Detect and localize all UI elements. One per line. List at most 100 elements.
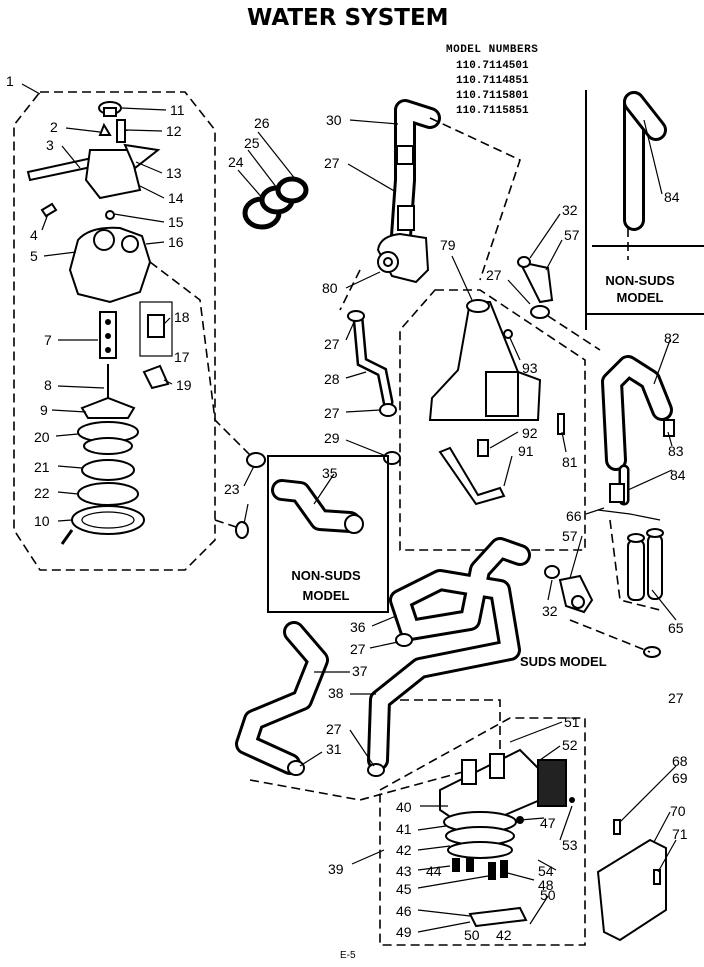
- leader-lines: [21, 83, 677, 933]
- model-number: 110.7115801: [456, 90, 529, 102]
- callout-label: 53: [562, 837, 578, 853]
- callout-label: 82: [664, 330, 680, 346]
- model-number: 110.7115851: [456, 105, 529, 117]
- gasket-set-group: [242, 176, 309, 230]
- dispenser-group: [399, 289, 586, 551]
- callout-label: 4: [30, 227, 38, 243]
- hose-37-group: [235, 621, 329, 776]
- callout-label: 13: [166, 165, 182, 181]
- callout-label: 84: [670, 467, 686, 483]
- model-number: 110.7114851: [456, 75, 529, 87]
- callout-label: 70: [670, 803, 686, 819]
- suds-model-label: SUDS MODEL: [520, 654, 607, 669]
- callout-label: 22: [34, 485, 50, 501]
- valve-base-part: [71, 505, 145, 535]
- callout-label: 23: [224, 481, 240, 497]
- callout-label: 19: [176, 377, 192, 393]
- model-numbers-heading: MODEL NUMBERS: [446, 44, 538, 56]
- callout-label: 92: [522, 425, 538, 441]
- callout-label: 2: [50, 119, 58, 135]
- callout-label: 71: [672, 826, 688, 842]
- callout-label: 27: [324, 336, 340, 352]
- bracket-part: [84, 149, 142, 200]
- callout-label: 36: [350, 619, 366, 635]
- inlet-hose-group: [376, 99, 441, 284]
- callout-label: 79: [440, 237, 456, 253]
- callout-label: 43: [396, 863, 412, 879]
- callout-label: 50: [540, 887, 556, 903]
- callout-label: 47: [540, 815, 556, 831]
- callout-label: 14: [168, 190, 184, 206]
- callout-label: 66: [566, 508, 582, 524]
- callout-label: 41: [396, 821, 412, 837]
- callout-label: 52: [562, 737, 578, 753]
- callout-label: 26: [254, 115, 270, 131]
- callout-label: 17: [174, 349, 190, 365]
- diaphragm-part: [80, 396, 136, 419]
- hose-36-group: [367, 537, 531, 777]
- callout-label: 27: [486, 267, 502, 283]
- callout-labels: 1 2 3 4 5 7 8 9 20 21 22 10 11 12 13 14 …: [6, 73, 688, 943]
- non-suds-hose-group: [623, 91, 667, 260]
- callout-label: 45: [396, 881, 412, 897]
- callout-label: 40: [396, 799, 412, 815]
- callout-label: 7: [44, 332, 52, 348]
- callout-label: 44: [426, 863, 442, 879]
- callout-label: 83: [668, 443, 684, 459]
- callout-label: 65: [668, 620, 684, 636]
- callout-label: 27: [326, 721, 342, 737]
- callout-label: 18: [174, 309, 190, 325]
- callout-label: 27: [324, 405, 340, 421]
- callout-label: 84: [664, 189, 680, 205]
- callout-label: 42: [496, 927, 512, 943]
- callout-label: 31: [326, 741, 342, 757]
- callout-label: 37: [352, 663, 368, 679]
- diagram-title: WATER SYSTEM: [247, 5, 449, 31]
- right-hose-group: [601, 355, 675, 506]
- callout-label: 51: [564, 714, 580, 730]
- valve-assembly-group: [13, 91, 216, 571]
- callout-label: 91: [518, 443, 534, 459]
- callout-label: 5: [30, 248, 38, 264]
- callout-label: 27: [324, 155, 340, 171]
- callout-label: 9: [40, 402, 48, 418]
- callout-label: 48: [538, 877, 554, 893]
- callout-label: 69: [672, 770, 688, 786]
- pump-assembly-group: [379, 717, 586, 946]
- callout-label: 93: [522, 360, 538, 376]
- callout-label: 28: [324, 371, 340, 387]
- callout-label: 25: [244, 135, 260, 151]
- callout-label: 35: [322, 465, 338, 481]
- mounting-bracket-part: [596, 838, 667, 942]
- seal-ring-part: [81, 459, 135, 481]
- callout-label: 30: [326, 112, 342, 128]
- callout-label: 80: [322, 280, 338, 296]
- callout-label: 57: [564, 227, 580, 243]
- spring-part: [116, 119, 126, 143]
- callout-label: 42: [396, 842, 412, 858]
- callout-label: 3: [46, 137, 54, 153]
- callout-label: 11: [170, 102, 185, 118]
- callout-label: 15: [168, 214, 184, 230]
- callout-label: 10: [34, 513, 50, 529]
- callout-label: 21: [34, 459, 50, 475]
- callout-label: 39: [328, 861, 344, 877]
- callout-label: 46: [396, 903, 412, 919]
- callout-label: 27: [668, 690, 684, 706]
- callout-label: 12: [166, 123, 182, 139]
- callout-label: 20: [34, 429, 50, 445]
- callout-label: 49: [396, 924, 412, 940]
- callout-label: 24: [228, 154, 244, 170]
- non-suds-label-mid: NON-SUDS: [291, 568, 361, 583]
- callout-label: 29: [324, 430, 340, 446]
- callout-label: 68: [672, 753, 688, 769]
- callout-label: 32: [562, 202, 578, 218]
- non-suds-label-mid: MODEL: [303, 588, 350, 603]
- callout-label: 54: [538, 863, 554, 879]
- suds-model-group: [544, 509, 664, 658]
- page-footer-code: E-5: [340, 950, 356, 961]
- hose-28-group: [347, 310, 401, 465]
- non-suds-label-top: NON-SUDS: [605, 273, 675, 288]
- callout-label: 1: [6, 73, 14, 89]
